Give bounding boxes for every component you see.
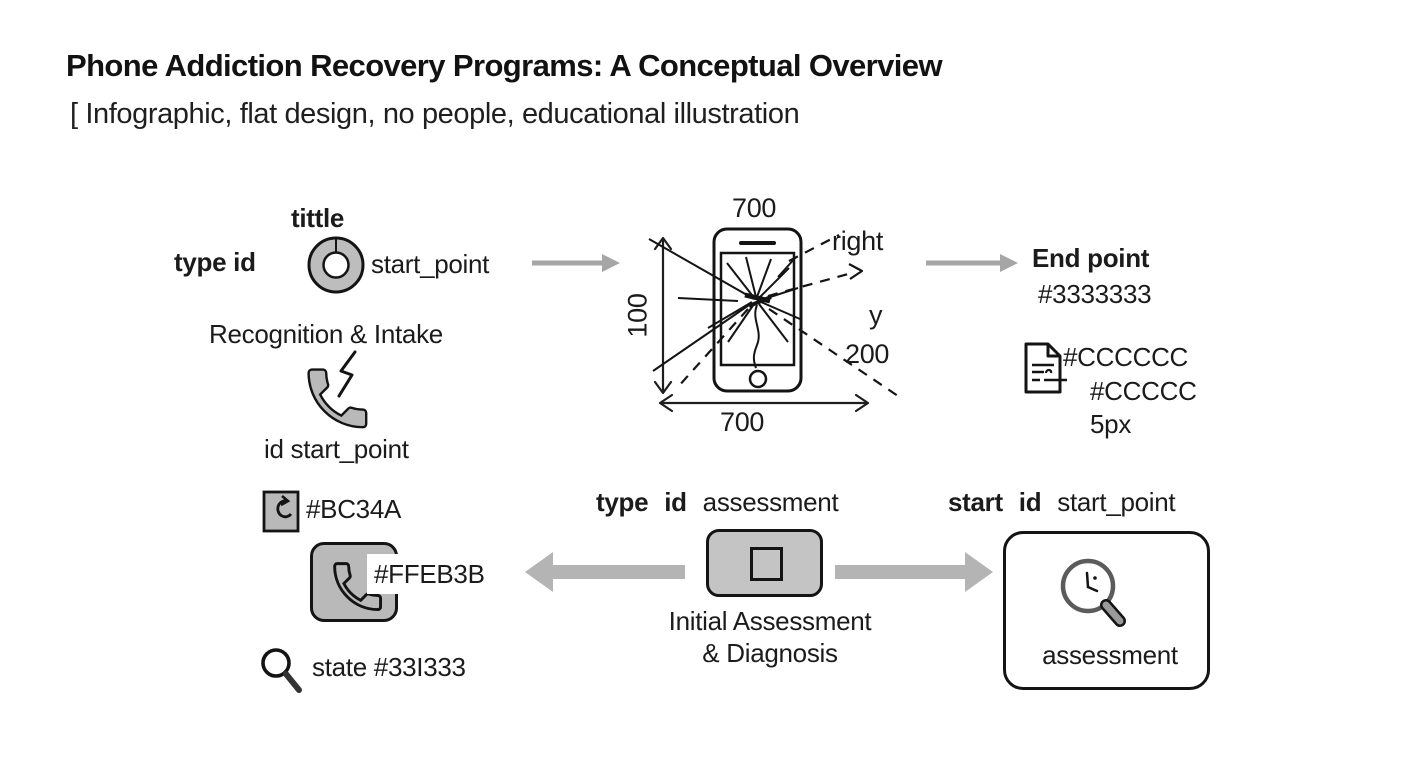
flow-arrow-icon-2 xyxy=(926,254,1018,272)
inner-square-icon xyxy=(750,547,783,581)
phone-bottom-width-label: 700 xyxy=(720,407,765,437)
type-word: type xyxy=(596,487,649,517)
magnifier-clock-icon xyxy=(1060,558,1126,627)
tittle-label: tittle xyxy=(291,203,345,233)
start-word: start xyxy=(948,487,1003,517)
page-title: Phone Addiction Recovery Programs: A Con… xyxy=(66,48,943,83)
thick-left-arrow-icon xyxy=(525,552,685,592)
id-value: assessment xyxy=(702,487,839,517)
stage1-id-caption: id start_point xyxy=(264,434,409,464)
hex-yellow-label: #FFEB3B xyxy=(374,558,485,589)
refresh-icon xyxy=(262,490,300,533)
start-box-label: assessment xyxy=(1042,640,1178,670)
endpoint-title: End point xyxy=(1032,243,1150,273)
flow-arrow-icon xyxy=(532,254,620,272)
page-subtitle: [ Infographic, flat design, no people, e… xyxy=(70,98,800,130)
endpoint-hex: #3333333 xyxy=(1038,279,1152,309)
start-id-value: start_point xyxy=(1057,487,1176,517)
id-word: id xyxy=(664,487,687,517)
hex-yellow-tag: #FFEB3B xyxy=(367,554,512,594)
assessment-caption-line2: & Diagnosis xyxy=(702,638,838,668)
thick-right-arrow-icon xyxy=(835,552,993,592)
doc-hex2: #CCCCC xyxy=(1090,376,1197,406)
dimension-arrows xyxy=(653,236,870,413)
start-node-box: assessment xyxy=(1003,531,1210,690)
cracked-phone-figure xyxy=(648,227,899,413)
type-id-label: type id xyxy=(174,247,256,277)
phone-outline xyxy=(712,227,803,393)
phone-left-height-label: 100 xyxy=(622,293,653,338)
assessment-caption-line1: Initial Assessment xyxy=(668,606,872,636)
assessment-node-box xyxy=(706,529,823,597)
y-value-label: 200 xyxy=(845,339,890,369)
hex-green-label: #BC34A xyxy=(306,494,402,524)
right-arrowhead xyxy=(848,263,864,280)
phone-vibrate-icon xyxy=(307,350,368,429)
phone-top-width-label: 700 xyxy=(732,193,777,223)
assessment-node-caption: type id assessment xyxy=(596,487,839,518)
doc-stroke-label: 5px xyxy=(1090,409,1132,439)
y-axis-label: y xyxy=(869,300,883,330)
state-label: state #33I333 xyxy=(312,652,466,682)
search-icon xyxy=(261,648,302,693)
start-id-word: id xyxy=(1018,487,1042,517)
right-direction-label: right xyxy=(832,226,884,256)
document-icon xyxy=(1024,342,1067,394)
donut-chart-icon xyxy=(307,236,365,294)
start-point-label: start_point xyxy=(371,249,490,279)
dashed-crack-lines xyxy=(676,234,899,397)
start-node-caption: start id start_point xyxy=(948,487,1176,518)
doc-hex1: #CCCCCC xyxy=(1063,342,1189,372)
stage1-name: Recognition & Intake xyxy=(209,319,443,349)
